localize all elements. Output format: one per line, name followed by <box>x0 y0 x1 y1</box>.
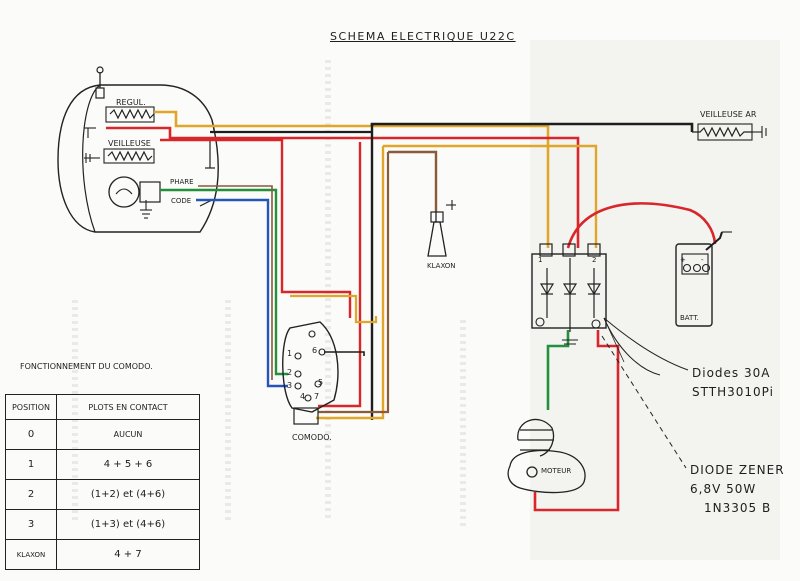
background-ghost-text <box>460 320 466 530</box>
rectifier-block <box>531 253 607 329</box>
svg-text:-: - <box>701 256 704 264</box>
wire-yellow-rectifier <box>383 144 598 248</box>
label-comodo: COMODO. <box>292 433 332 442</box>
wire-red-main <box>106 126 580 248</box>
table-row: 2 (1+2) et (4+6) <box>5 479 200 510</box>
background-ghost-panel <box>530 40 780 560</box>
background-ghost-text <box>225 300 231 520</box>
headlight-lens <box>82 84 101 233</box>
cell-position: 3 <box>5 509 57 540</box>
table-caption: FONCTIONNEMENT DU COMODO. <box>20 362 153 371</box>
cell-plots: (1+2) et (4+6) <box>56 479 200 510</box>
cell-position: KLAXON <box>5 539 57 570</box>
zener-line-1: DIODE ZENER <box>690 463 785 477</box>
comodo-terminal-label: 5 <box>318 378 324 387</box>
label-veilleuse: VEILLEUSE <box>108 139 151 148</box>
cell-position: 1 <box>5 449 57 480</box>
label-batt: BATT. <box>680 314 699 322</box>
headlight-housing <box>57 84 219 233</box>
header-plots: PLOTS EN CONTACT <box>56 394 200 420</box>
comodo-switch-body <box>282 321 339 413</box>
wire-black <box>370 122 694 132</box>
label-code: CODE <box>171 197 192 205</box>
regulator-resistor-icon <box>109 108 155 120</box>
wire-red-comodo <box>160 138 352 318</box>
wire-green-phare <box>160 188 288 376</box>
wire-red-moteur <box>533 330 620 512</box>
battery-icon <box>675 243 713 327</box>
label-veilleuse-ar: VEILLEUSE AR <box>700 110 757 119</box>
comodo-terminal-label: 4 <box>300 392 306 401</box>
klaxon-horn-icon <box>427 221 447 257</box>
label-phare: PHARE <box>170 178 194 186</box>
label-klaxon: KLAXON <box>427 262 456 270</box>
headlight-bulb-icon <box>108 176 140 208</box>
wire-yellow <box>154 110 550 248</box>
comodo-terminal-icon <box>294 330 326 402</box>
comodo-positions-table: POSITION PLOTS EN CONTACT 0 AUCUN 1 4 + … <box>5 394 200 570</box>
table-row: 0 AUCUN <box>5 419 200 450</box>
diodes-line-1: Diodes 30A <box>692 366 771 380</box>
label-moteur: MOTEUR <box>541 467 572 475</box>
label-diode-2: 2 <box>592 256 597 264</box>
svg-text:+: + <box>680 256 686 264</box>
cell-plots: (1+3) et (4+6) <box>56 509 200 540</box>
table-row: 1 4 + 5 + 6 <box>5 449 200 480</box>
wire-green-moteur <box>546 330 570 410</box>
cell-plots: AUCUN <box>56 419 200 450</box>
zener-line-2: 6,8V 50W <box>690 482 757 496</box>
diodes-annotation: Diodes 30A STTH3010Pi <box>692 364 774 402</box>
wire-red-battery <box>566 202 717 249</box>
cell-plots: 4 + 7 <box>56 539 200 570</box>
comodo-terminal-label: 3 <box>287 381 293 390</box>
label-regul: REGUL. <box>116 98 146 107</box>
ground-icon <box>562 339 578 345</box>
comodo-terminal-label: 2 <box>287 368 293 377</box>
rectifier-diode-icon <box>539 258 602 332</box>
table-row: 3 (1+3) et (4+6) <box>5 509 200 540</box>
table-header-row: POSITION PLOTS EN CONTACT <box>5 394 200 420</box>
background-ghost-text <box>325 60 331 520</box>
comodo-terminal-label: 1 <box>287 349 293 358</box>
wire-brown-klaxon <box>388 150 438 212</box>
label-diode-1: 1 <box>538 256 543 264</box>
comodo-terminal-label: 7 <box>314 392 320 401</box>
diodes-line-2: STTH3010Pi <box>692 385 774 399</box>
zener-pointer <box>601 335 687 469</box>
cell-position: 0 <box>5 419 57 450</box>
header-position: POSITION <box>5 394 57 420</box>
zener-annotation: DIODE ZENER 6,8V 50W 1N3305 B <box>690 461 785 518</box>
table-row: KLAXON 4 + 7 <box>5 539 200 570</box>
cell-position: 2 <box>5 479 57 510</box>
ground-icon <box>752 126 767 138</box>
veilleuse-bulb-icon <box>107 150 153 162</box>
cell-plots: 4 + 5 + 6 <box>56 449 200 480</box>
rear-light-bulb-icon <box>692 126 752 138</box>
comodo-terminal-label: 6 <box>312 346 318 355</box>
moteur-icon <box>507 418 586 494</box>
headlight-connector-icon <box>96 66 104 74</box>
zener-line-3: 1N3305 B <box>704 501 772 515</box>
diagram-title: SCHEMA ELECTRIQUE U22C <box>330 30 516 43</box>
wire-blue-code <box>196 198 288 388</box>
